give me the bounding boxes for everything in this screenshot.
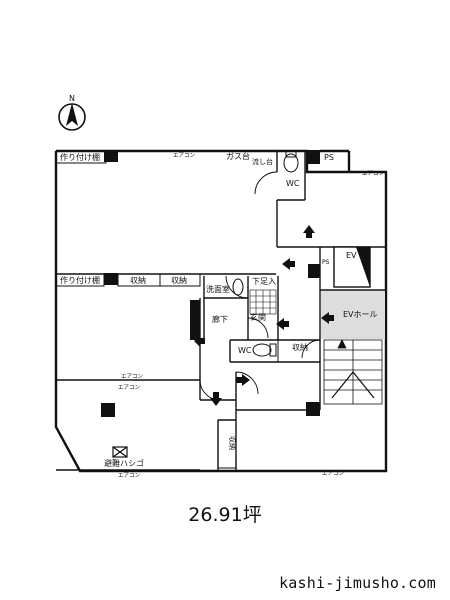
storage-label: 収納: [292, 342, 308, 352]
builtin-shelf-label: 作り付け棚: [60, 152, 100, 162]
corridor-label: 廊下: [212, 314, 228, 324]
gas-stove-label: ガス台: [226, 151, 250, 161]
ev-label: EV: [346, 251, 357, 260]
entrance-label: 玄関: [250, 312, 266, 322]
floor-area-text: 26.91坪: [188, 504, 262, 526]
toilet-icon: [252, 343, 277, 357]
elevator-shaft: [333, 246, 371, 288]
wc-label: WC: [238, 346, 252, 355]
escape-ladder-label: 避難ハシゴ: [104, 458, 144, 468]
escape-hatch-icon: [112, 446, 128, 458]
storage-label: 収納: [171, 275, 187, 285]
storage-label: 収納: [130, 275, 146, 285]
aircon-label: エアコン: [362, 170, 385, 177]
staircase: [323, 339, 383, 405]
north-label: N: [69, 94, 75, 103]
website-text: kashi-jimusho.com: [279, 574, 436, 592]
entrance-tiles: [249, 289, 277, 315]
aircon-label: エアコン: [322, 470, 345, 477]
direction-arrows: [194, 225, 334, 406]
ps-label: PS: [322, 259, 330, 266]
storage-label: 収納: [228, 436, 237, 450]
washbasin-icon: [232, 278, 244, 296]
shoe-cabinet-label: 下足入: [252, 277, 276, 286]
aircon-label: エアコン: [118, 384, 141, 391]
builtin-shelf-label: 作り付け棚: [60, 275, 100, 285]
shelves: [55, 150, 321, 469]
aircon-label: エアコン: [121, 373, 144, 380]
wc-label: WC: [286, 179, 300, 188]
toilet-icon: [283, 150, 299, 173]
sink-label: 流し台: [252, 157, 273, 166]
aircon-label: エアコン: [118, 472, 141, 479]
ps-label: PS: [324, 153, 334, 162]
north-arrow-icon: [58, 103, 86, 131]
ev-hall-label: EVホール: [343, 310, 378, 319]
washroom-label: 洗面室: [206, 284, 230, 294]
aircon-label: エアコン: [173, 152, 196, 159]
structural-columns: [101, 150, 320, 417]
